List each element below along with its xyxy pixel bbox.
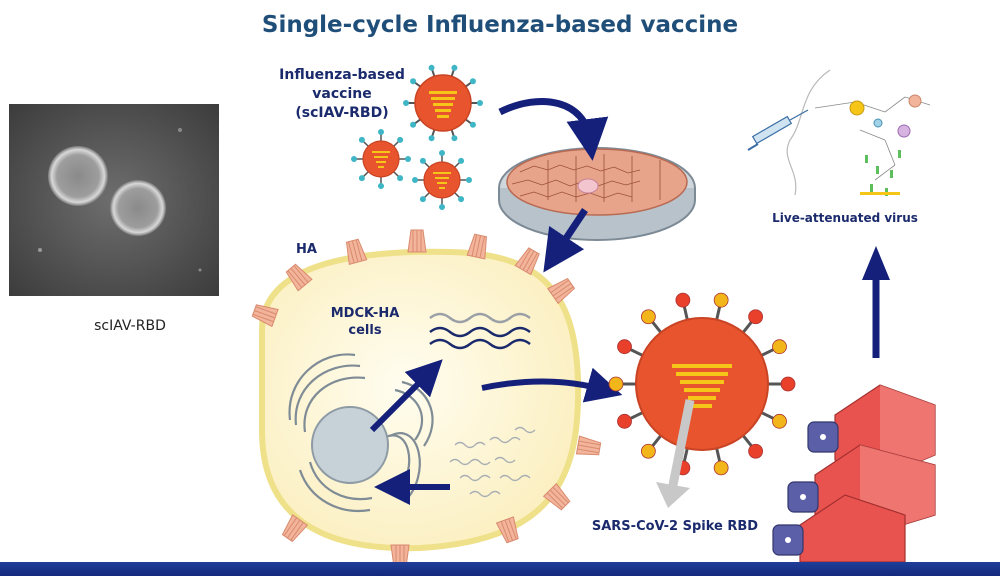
arrow-cell-to-virion [481, 367, 623, 403]
cells-label: MDCK-HA cells [320, 305, 410, 339]
arrow-nucleus-to-rna [369, 359, 443, 433]
petri-dish [498, 147, 696, 241]
rna-strands [429, 312, 531, 350]
arrow-up-head [862, 246, 890, 280]
vaccine-label-line2: vaccine [312, 86, 372, 102]
arrow-spike-rbd-head [656, 482, 690, 508]
live-attenuated-illustration [747, 69, 931, 196]
endoplasmic-reticulum [288, 353, 434, 513]
virion-small-right [412, 150, 472, 210]
virion-small-left [351, 129, 411, 189]
arrow-spike-rbd [667, 399, 695, 491]
spike-rbd-label: SARS-CoV-2 Spike RBD [591, 519, 759, 534]
vaccine-label-line3: (scIAV-RBD) [295, 105, 389, 121]
ha-proteins [251, 229, 602, 568]
syringe-icon [747, 109, 809, 151]
bottom-bar [0, 562, 1000, 576]
virion-large [403, 64, 483, 142]
cells-label-line1: MDCK-HA [330, 306, 400, 321]
vaccine-label: Influenza-based vaccine (scIAV-RBD) [272, 66, 412, 123]
cells-label-line2: cells [348, 323, 382, 338]
vaccine-label-line1: Influenza-based [279, 67, 405, 83]
arrow-dish-to-cell [543, 208, 588, 273]
ha-label: HA [296, 242, 317, 257]
micrograph-label: scIAV-RBD [94, 318, 166, 334]
electron-micrograph [9, 104, 219, 296]
virion-produced [608, 292, 796, 476]
live-attenuated-label: Live-attenuated virus [772, 211, 918, 225]
arrow-to-dish [498, 97, 609, 161]
nucleus [311, 406, 389, 484]
culture-flasks [772, 384, 936, 563]
mrna-fragments [449, 426, 536, 498]
page-title: Single-cycle Influenza-based vaccine [261, 12, 739, 38]
mdck-ha-cell [259, 248, 582, 552]
